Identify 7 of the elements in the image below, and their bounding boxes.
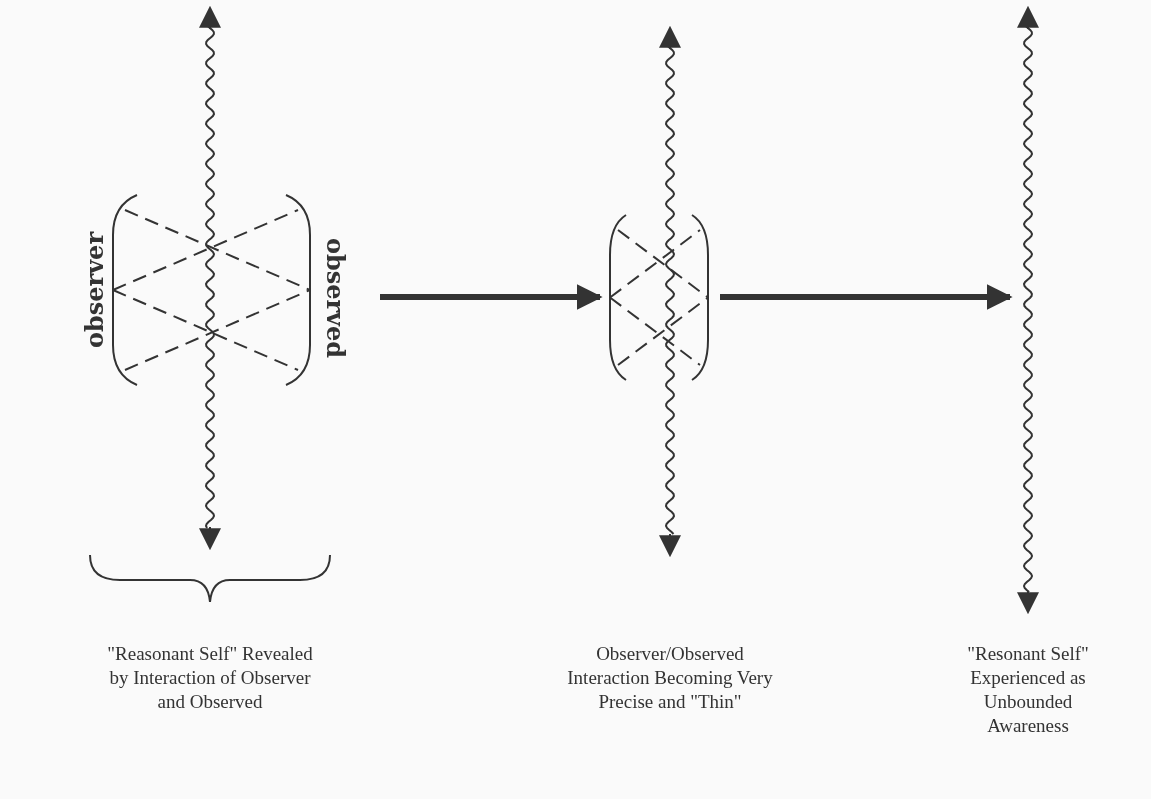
caption-text: "Reasonant Self" Revealed by Interaction of Observer and Observed	[106, 642, 314, 714]
side-label: observer	[81, 231, 110, 349]
arrow	[380, 284, 603, 310]
arrow	[720, 284, 1013, 310]
caption-text: "Resonant Self" Experienced as Unbounded Awareness	[966, 642, 1090, 738]
caption-text: Observer/Observed Interaction Becoming Very Precise and "Thin"	[566, 642, 774, 714]
side-label: observed	[321, 237, 350, 359]
